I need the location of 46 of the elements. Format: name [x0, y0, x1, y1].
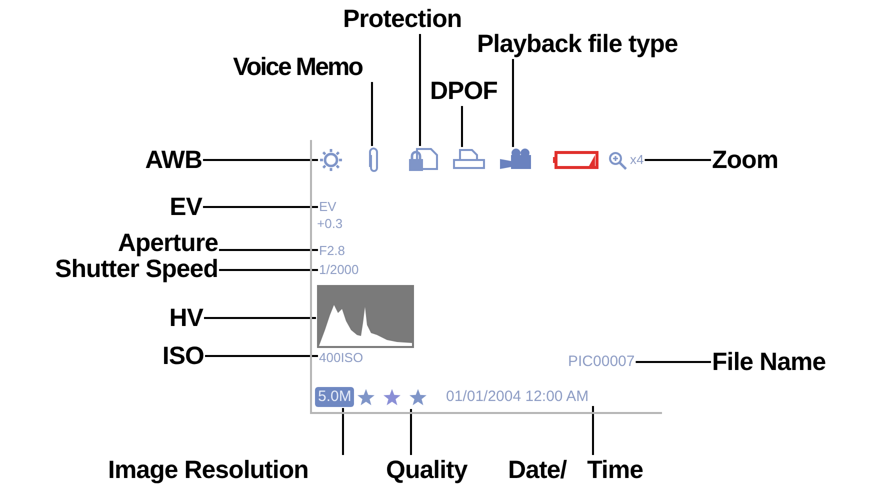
callout-label: AWB	[145, 146, 202, 174]
date-time-text: 01/01/2004 12:00 AM	[446, 389, 589, 405]
callout-label: HV	[169, 304, 203, 332]
callout-label: Voice Memo	[233, 53, 362, 81]
callout-label: Protection	[343, 5, 462, 33]
paperclip-icon	[367, 147, 381, 173]
screen-value: F2.8	[319, 243, 346, 259]
callout-label: Playback file type	[477, 30, 678, 58]
callout-label: EV	[170, 193, 202, 221]
iso-value: 400ISO	[319, 350, 364, 366]
leader-line	[203, 159, 318, 161]
leader-line	[204, 317, 316, 319]
sun-icon	[319, 148, 343, 172]
callout-label: File Name	[712, 348, 826, 376]
leader-line	[203, 206, 318, 208]
callout-label: Shutter Speed	[55, 255, 218, 283]
screen-value: EV	[319, 199, 336, 215]
leader-line	[219, 249, 318, 251]
callout-label: Aperture	[118, 229, 218, 257]
callout-label: Date/ Time	[508, 456, 643, 484]
file-name-text: PIC00007	[568, 354, 635, 370]
leader-line	[636, 361, 711, 363]
leader-line	[342, 408, 344, 455]
leader-line	[592, 406, 594, 455]
callout-label: Quality	[386, 456, 468, 484]
callout-label: Zoom	[712, 146, 778, 174]
callout-label: DPOF	[430, 77, 498, 105]
leader-line	[461, 106, 463, 147]
callout-label: Image Resolution	[108, 456, 308, 484]
zoom-value: x4	[630, 152, 644, 168]
leader-line	[644, 159, 711, 161]
leader-line	[205, 355, 318, 357]
leader-line	[410, 409, 412, 455]
callout-label: ISO	[162, 342, 204, 370]
histogram-drawing	[317, 285, 414, 348]
locked-file-icon	[407, 147, 439, 173]
leader-line	[512, 59, 514, 147]
screen-value: 1/2000	[319, 262, 359, 278]
screen-value: +0.3	[317, 216, 343, 232]
movie-camera-icon	[499, 148, 532, 170]
leader-line	[371, 82, 373, 146]
leader-line	[219, 269, 318, 271]
resolution-badge: 5.0M	[315, 387, 354, 407]
leader-line	[419, 34, 421, 146]
display-frame	[310, 140, 662, 414]
printer-icon	[452, 148, 486, 170]
